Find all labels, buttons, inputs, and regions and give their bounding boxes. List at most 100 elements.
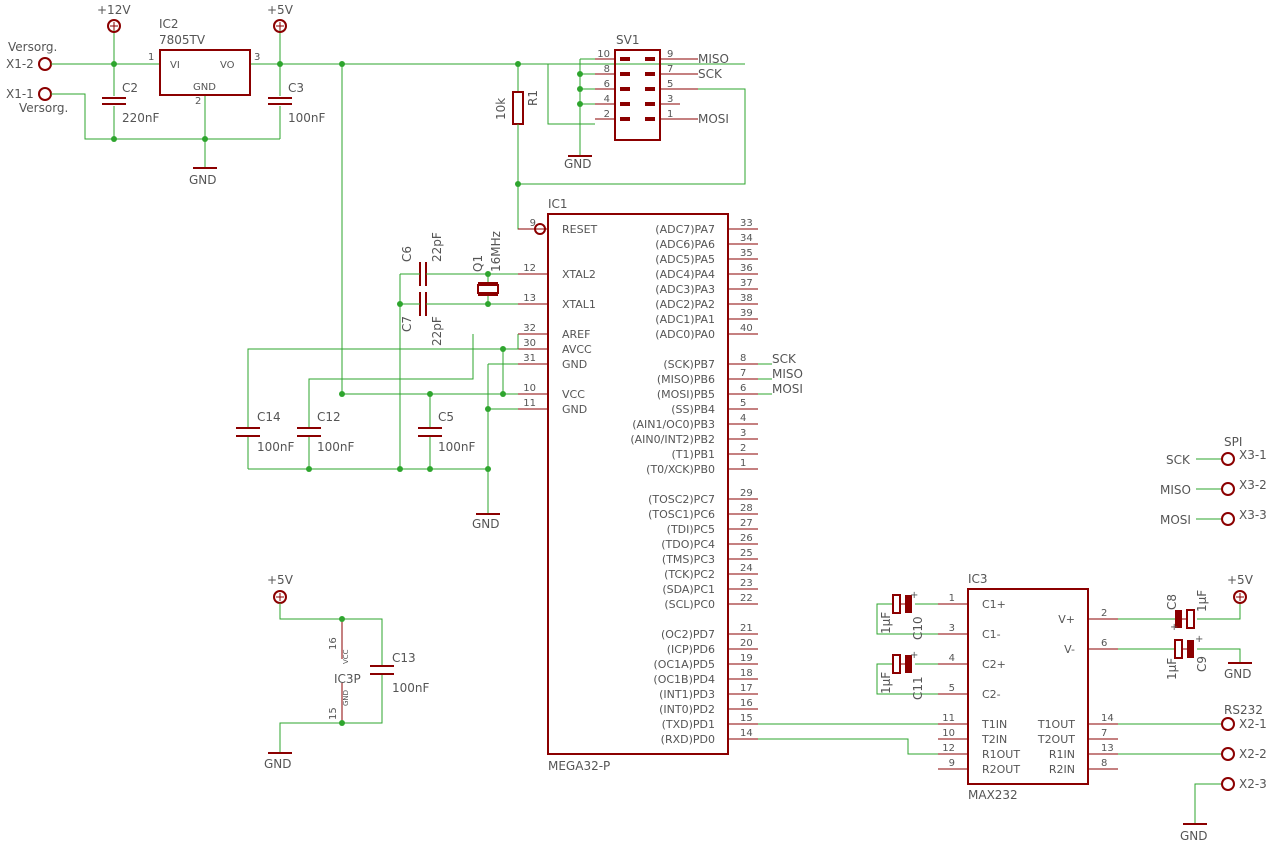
c2-value: 220nF (122, 111, 160, 125)
max232-pin-num-9: 9 (949, 758, 955, 769)
max232-ic3[interactable] (967, 588, 1089, 785)
mcu-pin-num-15: 15 (740, 713, 753, 724)
connector-x3-2-label: X3-2 (1239, 478, 1267, 492)
mcu-pin-label-2: (T1)PB1 (672, 448, 715, 461)
connector-x1-1[interactable] (38, 87, 52, 101)
connector-x3-1[interactable] (1221, 452, 1235, 466)
mcu-pin-label-3: (AIN0/INT2)PB2 (630, 433, 715, 446)
max232-pin-num-13: 13 (1101, 743, 1114, 754)
resistor-r1[interactable] (512, 91, 524, 125)
mcu-pin-num-4: 4 (740, 413, 746, 424)
mcu-pin-num-20: 20 (740, 638, 753, 649)
c13-name: C13 (392, 651, 416, 665)
connector-x3-2[interactable] (1221, 482, 1235, 496)
mcu-pin-label-20: (ICP)PD6 (667, 643, 715, 656)
mcu-pin-num-29: 29 (740, 488, 753, 499)
max232-pin-label-3: C1- (982, 628, 1001, 641)
ground-label-mcu: GND (472, 517, 500, 531)
svg-text:+: + (910, 650, 918, 661)
supply-12v-label: +12V (97, 3, 131, 17)
header-mosi-label: MOSI (698, 112, 729, 126)
max232-pin-label-9: R2OUT (982, 763, 1020, 776)
crystal-q1[interactable] (477, 284, 499, 294)
supply-5v-label-top: +5V (267, 3, 294, 17)
mcu-pin-label-15: (TXD)PD1 (662, 718, 715, 731)
header-pin-num-4: 4 (604, 94, 610, 105)
mcu-pin-num-10: 10 (523, 383, 536, 394)
ground-label-header: GND (564, 157, 592, 171)
capacitor-c11[interactable] (892, 654, 901, 674)
mcu-pin-num-21: 21 (740, 623, 753, 634)
regulator-name: IC2 (159, 17, 179, 31)
mcu-pin-label-7: (MISO)PB6 (657, 373, 715, 386)
mcu-pin-label-19: (OC1A)PD5 (653, 658, 715, 671)
mcu-section: IC1 MEGA32-P RESET9XTAL212XTAL113AREF32A… (236, 197, 803, 773)
connector-x2-3[interactable] (1221, 777, 1235, 791)
max232-pin-num-4: 4 (949, 653, 955, 664)
header-pin-num-9: 9 (667, 49, 673, 60)
max232-pin-num-5: 5 (949, 683, 955, 694)
capacitor-c10[interactable] (892, 594, 901, 614)
mcu-pin-num-37: 37 (740, 278, 753, 289)
c10-name: C10 (911, 616, 925, 640)
header-pin-num-10: 10 (597, 49, 610, 60)
max232-pin-num-14: 14 (1101, 713, 1114, 724)
supply-12v-symbol (107, 19, 121, 33)
x3-sck-label: SCK (1166, 453, 1191, 467)
max232-pin-label-7: T2OUT (1037, 733, 1075, 746)
header-pin-3 (645, 102, 655, 106)
supply-5v-label-max: +5V (1227, 573, 1254, 587)
mcu-pin-num-7: 7 (740, 368, 746, 379)
ic3p-vcc: VCC (342, 649, 350, 664)
regulator-pin3: 3 (254, 52, 260, 63)
c12-name: C12 (317, 410, 341, 424)
mcu-pin-label-34: (ADC6)PA6 (655, 238, 715, 251)
mcu-pin-num-16: 16 (740, 698, 753, 709)
max232-pin-label-11: T1IN (981, 718, 1007, 731)
mcu-pin-num-8: 8 (740, 353, 746, 364)
regulator-ic2[interactable] (159, 49, 251, 96)
header-pin-num-5: 5 (667, 79, 673, 90)
c11-name: C11 (911, 676, 925, 700)
max232-value: MAX232 (968, 788, 1018, 802)
svg-text:+: + (910, 590, 918, 601)
capacitor-c9[interactable] (1174, 639, 1183, 659)
c14-value: 100nF (257, 440, 295, 454)
c8-name: C8 (1165, 594, 1179, 610)
mcu-pin-label-23: (SDA)PC1 (662, 583, 715, 596)
header-pin-6 (620, 87, 630, 91)
svg-text:+: + (1170, 622, 1178, 633)
mcu-pin-label-18: (OC1B)PD4 (653, 673, 715, 686)
max232-pin-num-1: 1 (949, 593, 955, 604)
connector-x2-1[interactable] (1221, 717, 1235, 731)
regulator-pin2: 2 (195, 96, 201, 107)
mcu-pin-num-30: 30 (523, 338, 536, 349)
max232-name: IC3 (968, 572, 988, 586)
header-pin-5 (645, 87, 655, 91)
connector-x1-2[interactable] (38, 57, 52, 71)
max232-pin-num-8: 8 (1101, 758, 1107, 769)
mcu-pin-label-22: (SCL)PC0 (664, 598, 715, 611)
mcu-pin-label-31: GND (562, 358, 587, 371)
connector-x3-3-label: X3-3 (1239, 508, 1267, 522)
header-sck-label: SCK (698, 67, 723, 81)
mcu-ic1[interactable] (547, 213, 729, 755)
mcu-pin-label-35: (ADC5)PA5 (655, 253, 715, 266)
capacitor-c8[interactable] (1175, 610, 1182, 628)
header-sv1[interactable] (614, 49, 661, 141)
mcu-pin-num-33: 33 (740, 218, 753, 229)
connector-x2-2[interactable] (1221, 747, 1235, 761)
regulator-gnd: GND (193, 82, 216, 93)
header-pin-9 (645, 57, 655, 61)
mcu-pin-num-34: 34 (740, 233, 753, 244)
mcu-pin-label-21: (OC2)PD7 (661, 628, 715, 641)
max232-pin-num-7: 7 (1101, 728, 1107, 739)
max232-pin-num-12: 12 (942, 743, 955, 754)
mcu-pin-num-17: 17 (740, 683, 753, 694)
mcu-pin-label-37: (ADC3)PA3 (655, 283, 715, 296)
mcu-pin-label-4: (AIN1/OC0)PB3 (632, 418, 715, 431)
mcu-pin-num-12: 12 (523, 263, 536, 274)
max232-pin-num-10: 10 (942, 728, 955, 739)
c13-value: 100nF (392, 681, 430, 695)
connector-x3-3[interactable] (1221, 512, 1235, 526)
